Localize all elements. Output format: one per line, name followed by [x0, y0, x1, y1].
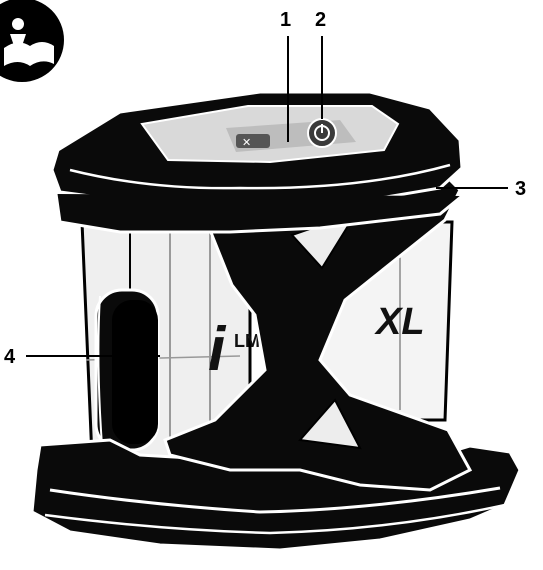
- laser-line-icon: ✕: [242, 137, 251, 149]
- callout-3-label: 3: [515, 178, 526, 200]
- laser-mode-button[interactable]: ✕: [236, 134, 270, 149]
- x-frame-lower-window: [298, 398, 362, 450]
- brand-logo-lm: LM: [234, 331, 260, 351]
- brand-logo-i: i: [208, 315, 227, 384]
- brand-logo: i LM: [208, 315, 260, 384]
- callout-3: 3: [436, 178, 526, 200]
- callout-4: 4: [4, 346, 160, 368]
- callout-1: 1: [280, 9, 291, 142]
- callout-2-label: 2: [315, 9, 326, 31]
- model-label: XL: [374, 301, 425, 343]
- callout-2: 2: [315, 9, 326, 119]
- power-button[interactable]: [307, 118, 337, 148]
- callout-4-label: 4: [4, 346, 16, 368]
- laser-level-device: i LM XL ✕: [30, 90, 522, 552]
- callout-1-label: 1: [280, 9, 291, 31]
- read-manual-icon: [0, 0, 64, 82]
